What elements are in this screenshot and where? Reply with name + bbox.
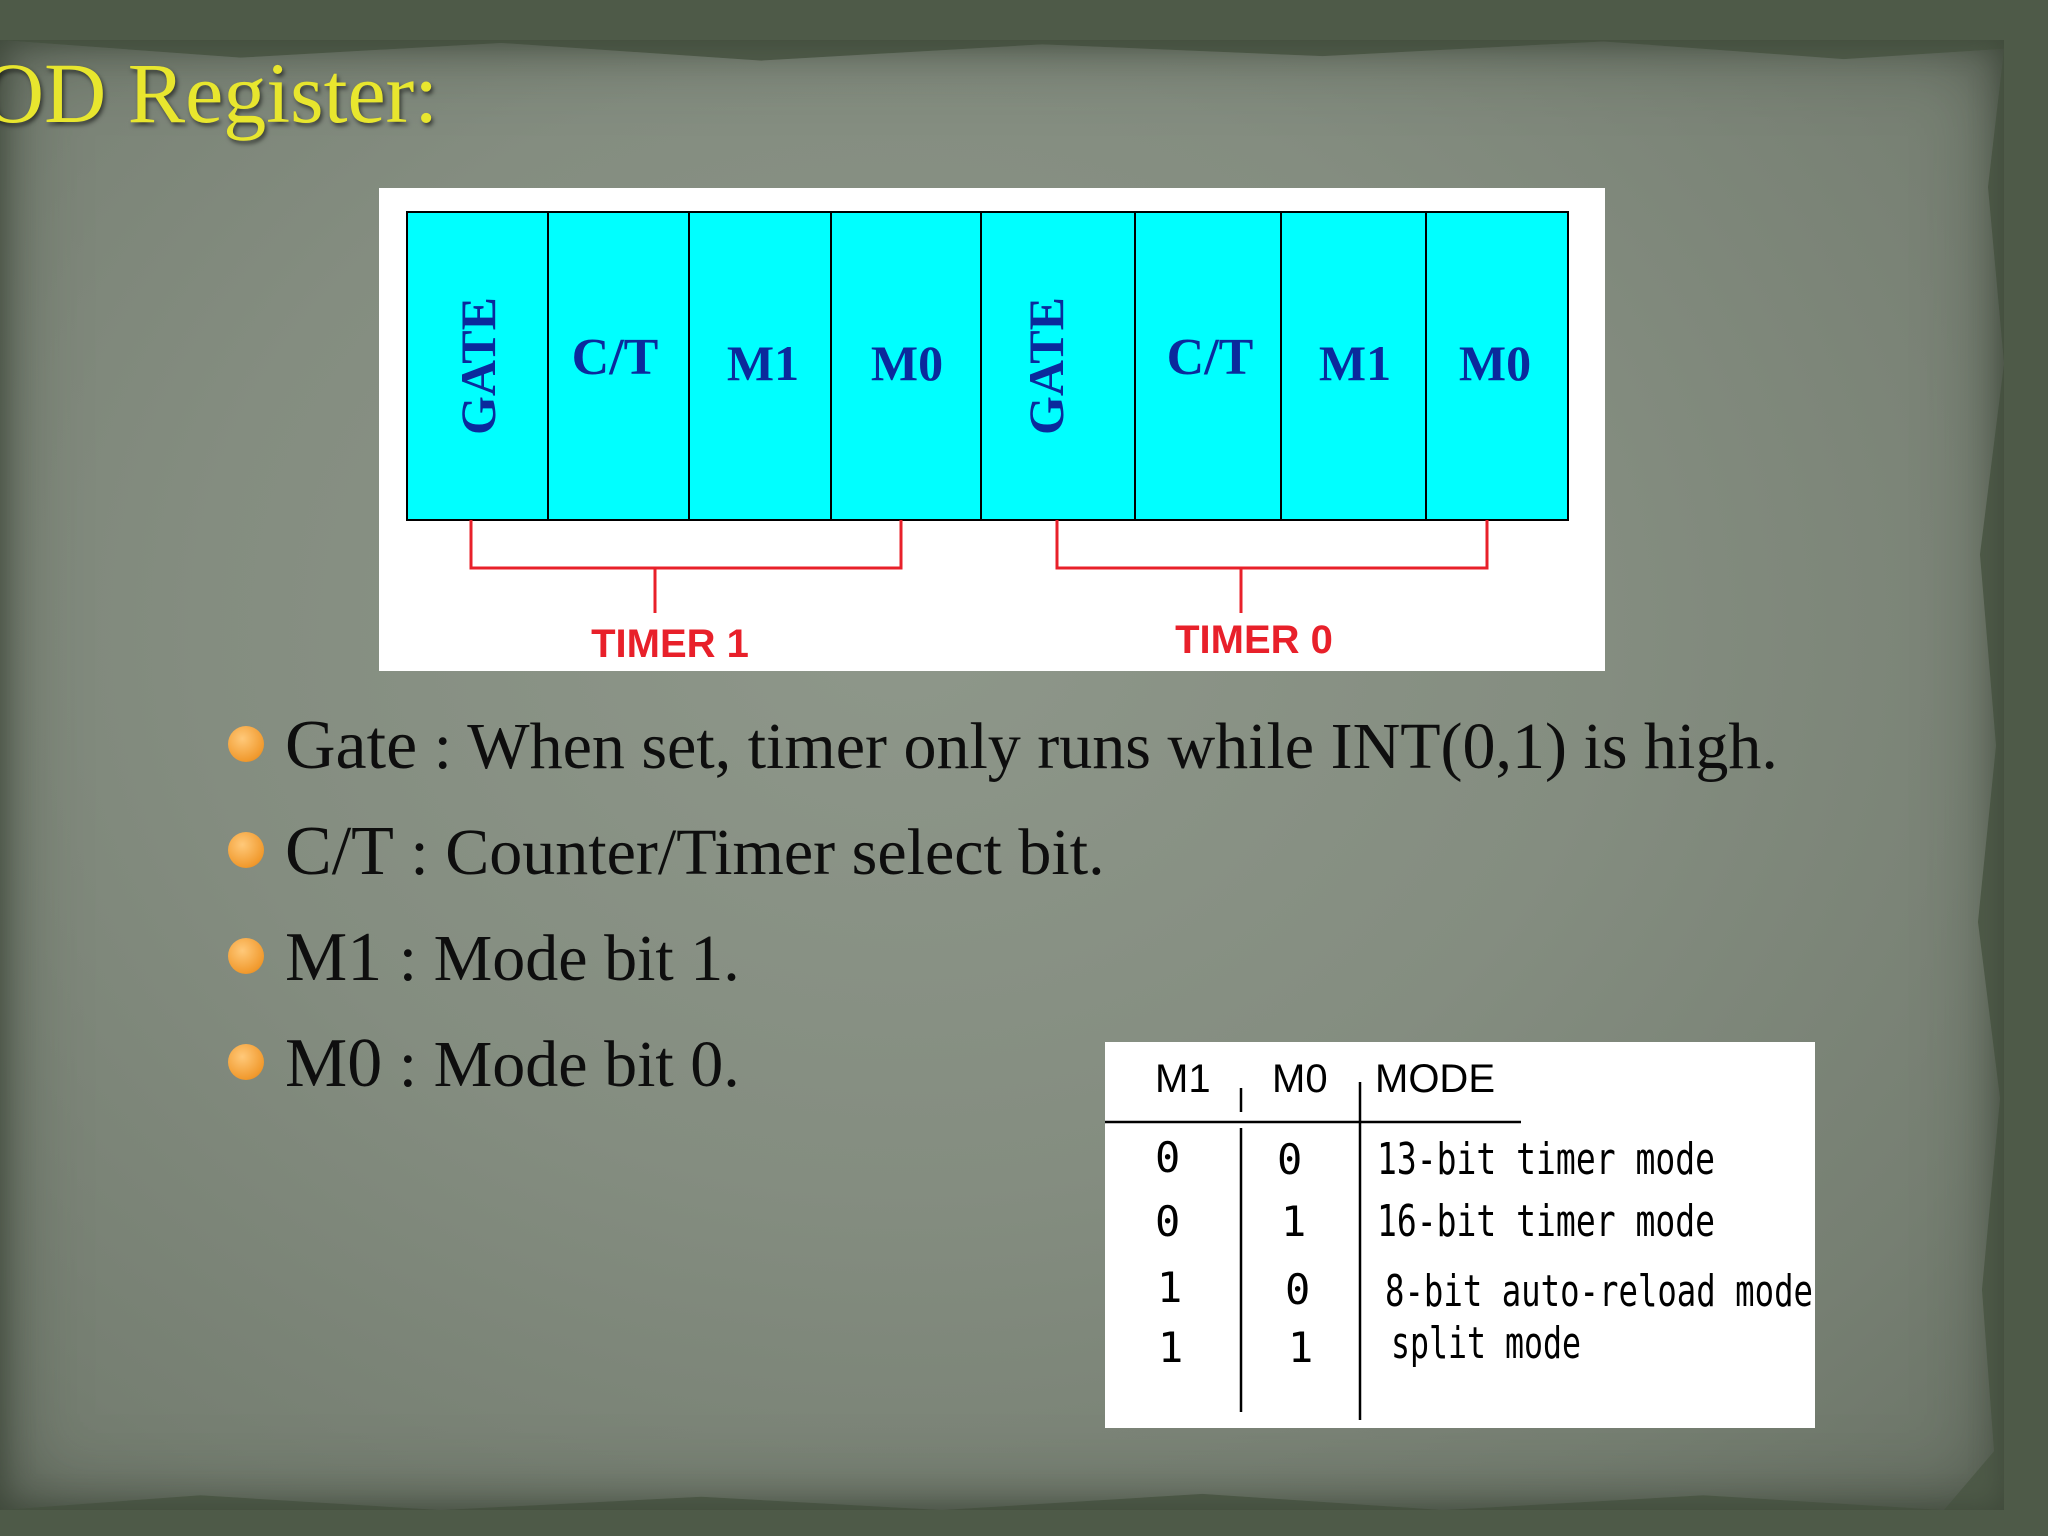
- mode-table: M1 M0 MODE 0 0 13-bit timer mode 0 1 16-…: [1105, 1042, 1815, 1428]
- bullet-dot-icon: [228, 1044, 264, 1080]
- bullet-gate: Gate : When set, timer only runs while I…: [228, 700, 1778, 806]
- timer1-bracket: [469, 520, 903, 613]
- table-cell-mode: split mode: [1391, 1318, 1581, 1369]
- bit-label-gate-0: GATE: [1018, 297, 1074, 435]
- bullet-desc: : Mode bit 0.: [382, 1028, 740, 1101]
- bullet-term: C/T: [285, 813, 394, 890]
- table-cell-m1: 0: [1155, 1133, 1180, 1182]
- bit-label-m0-1: M0: [871, 335, 943, 391]
- register-cell: [830, 211, 982, 521]
- register-cell: [1425, 211, 1569, 521]
- bit-label-m1-0: M1: [1319, 335, 1391, 391]
- table-cell-m1: 1: [1157, 1263, 1182, 1312]
- bullet-m1: M1 : Mode bit 1.: [228, 912, 1778, 1018]
- bullet-list: Gate : When set, timer only runs while I…: [228, 700, 1778, 1124]
- slide-title: OD Register:: [0, 45, 439, 141]
- bit-label-m0-0: M0: [1459, 335, 1531, 391]
- bullet-desc: : Mode bit 1.: [382, 922, 740, 995]
- bit-label-ct-1: C/T: [572, 329, 659, 386]
- table-cell-m0: 0: [1277, 1135, 1302, 1184]
- table-cell-m0: 1: [1281, 1197, 1306, 1246]
- timer1-label: TIMER 1: [591, 622, 749, 666]
- table-cell-m1: 0: [1155, 1197, 1180, 1246]
- register-cell: [406, 211, 549, 521]
- register-diagram: GATE C/T M1 M0 GATE C/T M1 M0 TIMER 1 TI…: [379, 188, 1605, 671]
- register-cell: [688, 211, 832, 521]
- table-header-mode: MODE: [1375, 1057, 1495, 1101]
- table-header-m1: M1: [1155, 1057, 1211, 1101]
- bit-label-gate-1: GATE: [450, 297, 506, 435]
- table-cell-m0: 0: [1285, 1265, 1310, 1314]
- bullet-dot-icon: [228, 938, 264, 974]
- register-cell: [1280, 211, 1427, 521]
- table-cell-mode: 8-bit auto-reload mode: [1385, 1266, 1813, 1317]
- bullet-dot-icon: [228, 832, 264, 868]
- bit-label-ct-0: C/T: [1167, 329, 1254, 386]
- register-cell: [1134, 211, 1282, 521]
- bullet-term: M1: [285, 919, 383, 996]
- bullet-dot-icon: [228, 726, 264, 762]
- bullet-m0: M0 : Mode bit 0.: [228, 1018, 1778, 1124]
- table-cell-m0: 1: [1288, 1323, 1313, 1372]
- bullet-term: Gate: [285, 707, 418, 784]
- table-cell-mode: 13-bit timer mode: [1377, 1134, 1715, 1185]
- timer0-bracket: [1055, 520, 1489, 613]
- register-cell: [547, 211, 690, 521]
- bullet-term: M0: [285, 1025, 383, 1102]
- table-cell-mode: 16-bit timer mode: [1377, 1196, 1715, 1247]
- table-header-m0: M0: [1272, 1057, 1328, 1101]
- bit-label-m1-1: M1: [727, 335, 799, 391]
- timer0-label: TIMER 0: [1175, 618, 1333, 662]
- table-cell-m1: 1: [1158, 1323, 1183, 1372]
- bullet-desc: : Counter/Timer select bit.: [393, 816, 1105, 889]
- bullet-ct: C/T : Counter/Timer select bit.: [228, 806, 1778, 912]
- bullet-desc: : When set, timer only runs while INT(0,…: [417, 710, 1778, 783]
